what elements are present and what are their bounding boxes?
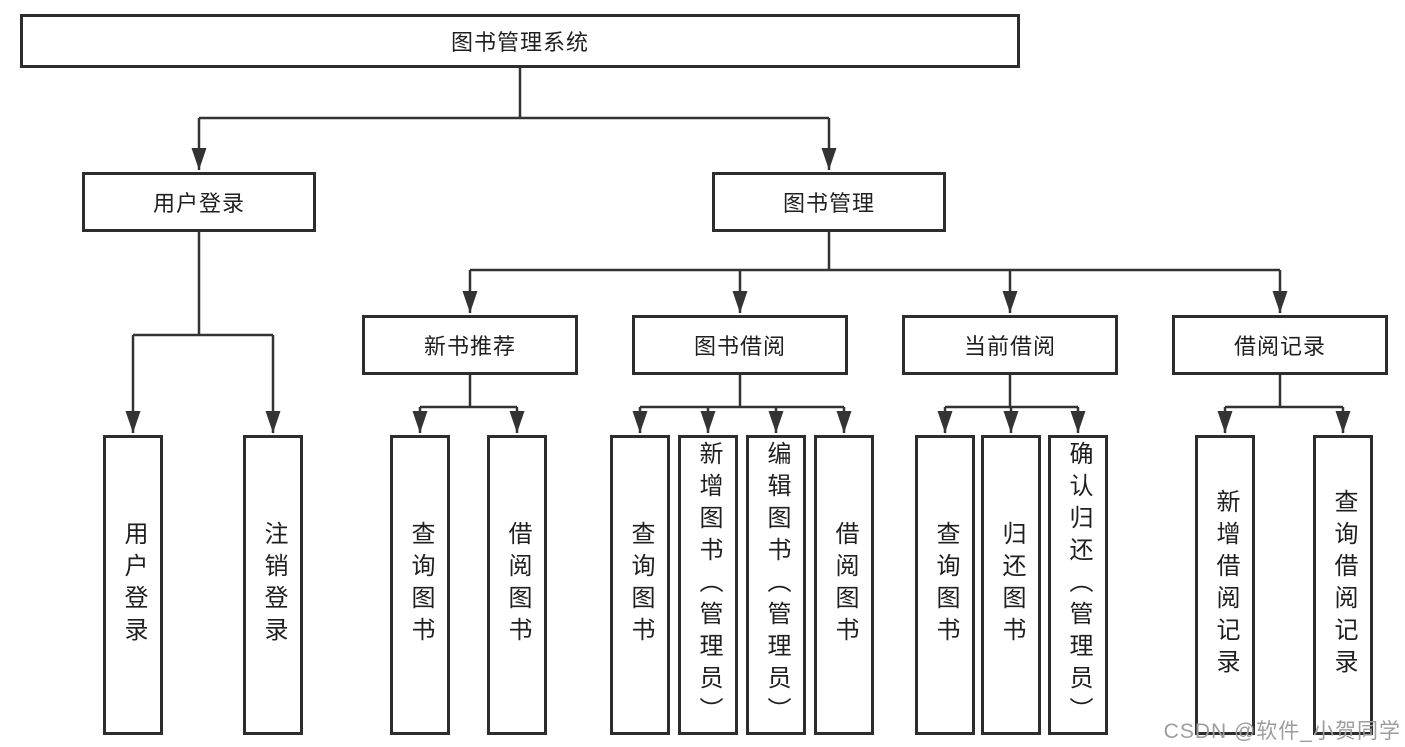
leaf-query-borrow-record: 查询借阅记录 (1313, 435, 1373, 735)
connector-root-stem (199, 68, 829, 120)
leaf-edit-book-admin: 编辑图书（管理员） (746, 435, 806, 735)
leaf-add-borrow-record: 新增借阅记录 (1195, 435, 1255, 735)
watermark: CSDN @软件_小贺同学 (1163, 720, 1401, 743)
leaf-user-login: 用户登录 (103, 435, 163, 735)
leaf-borrow-books-borrowing: 借阅图书 (814, 435, 874, 735)
node-root: 图书管理系统 (20, 14, 1020, 68)
node-user-login: 用户登录 (82, 172, 316, 232)
node-book-borrowing: 图书借阅 (632, 315, 848, 375)
leaf-return-book: 归还图书 (981, 435, 1041, 735)
connector-book-management-stem (470, 232, 1280, 272)
connector-records-stem (1225, 375, 1343, 409)
connector-new-book-stem (420, 375, 517, 409)
leaf-query-books-borrowing: 查询图书 (610, 435, 670, 735)
connector-borrowing-stem (640, 375, 844, 409)
leaf-logout: 注销登录 (243, 435, 303, 735)
leaf-add-book-admin: 新增图书（管理员） (678, 435, 738, 735)
leaf-query-books-recommend: 查询图书 (390, 435, 450, 735)
leaf-borrow-books-recommend: 借阅图书 (487, 435, 547, 735)
connector-current-stem (945, 375, 1078, 409)
node-book-management: 图书管理 (712, 172, 946, 232)
node-current-borrowing: 当前借阅 (902, 315, 1118, 375)
leaf-query-books-current: 查询图书 (915, 435, 975, 735)
node-borrowing-records: 借阅记录 (1172, 315, 1388, 375)
leaf-confirm-return-admin: 确认归还（管理员） (1048, 435, 1108, 735)
node-new-book-recommend: 新书推荐 (362, 315, 578, 375)
connector-user-login-stem (133, 232, 273, 337)
